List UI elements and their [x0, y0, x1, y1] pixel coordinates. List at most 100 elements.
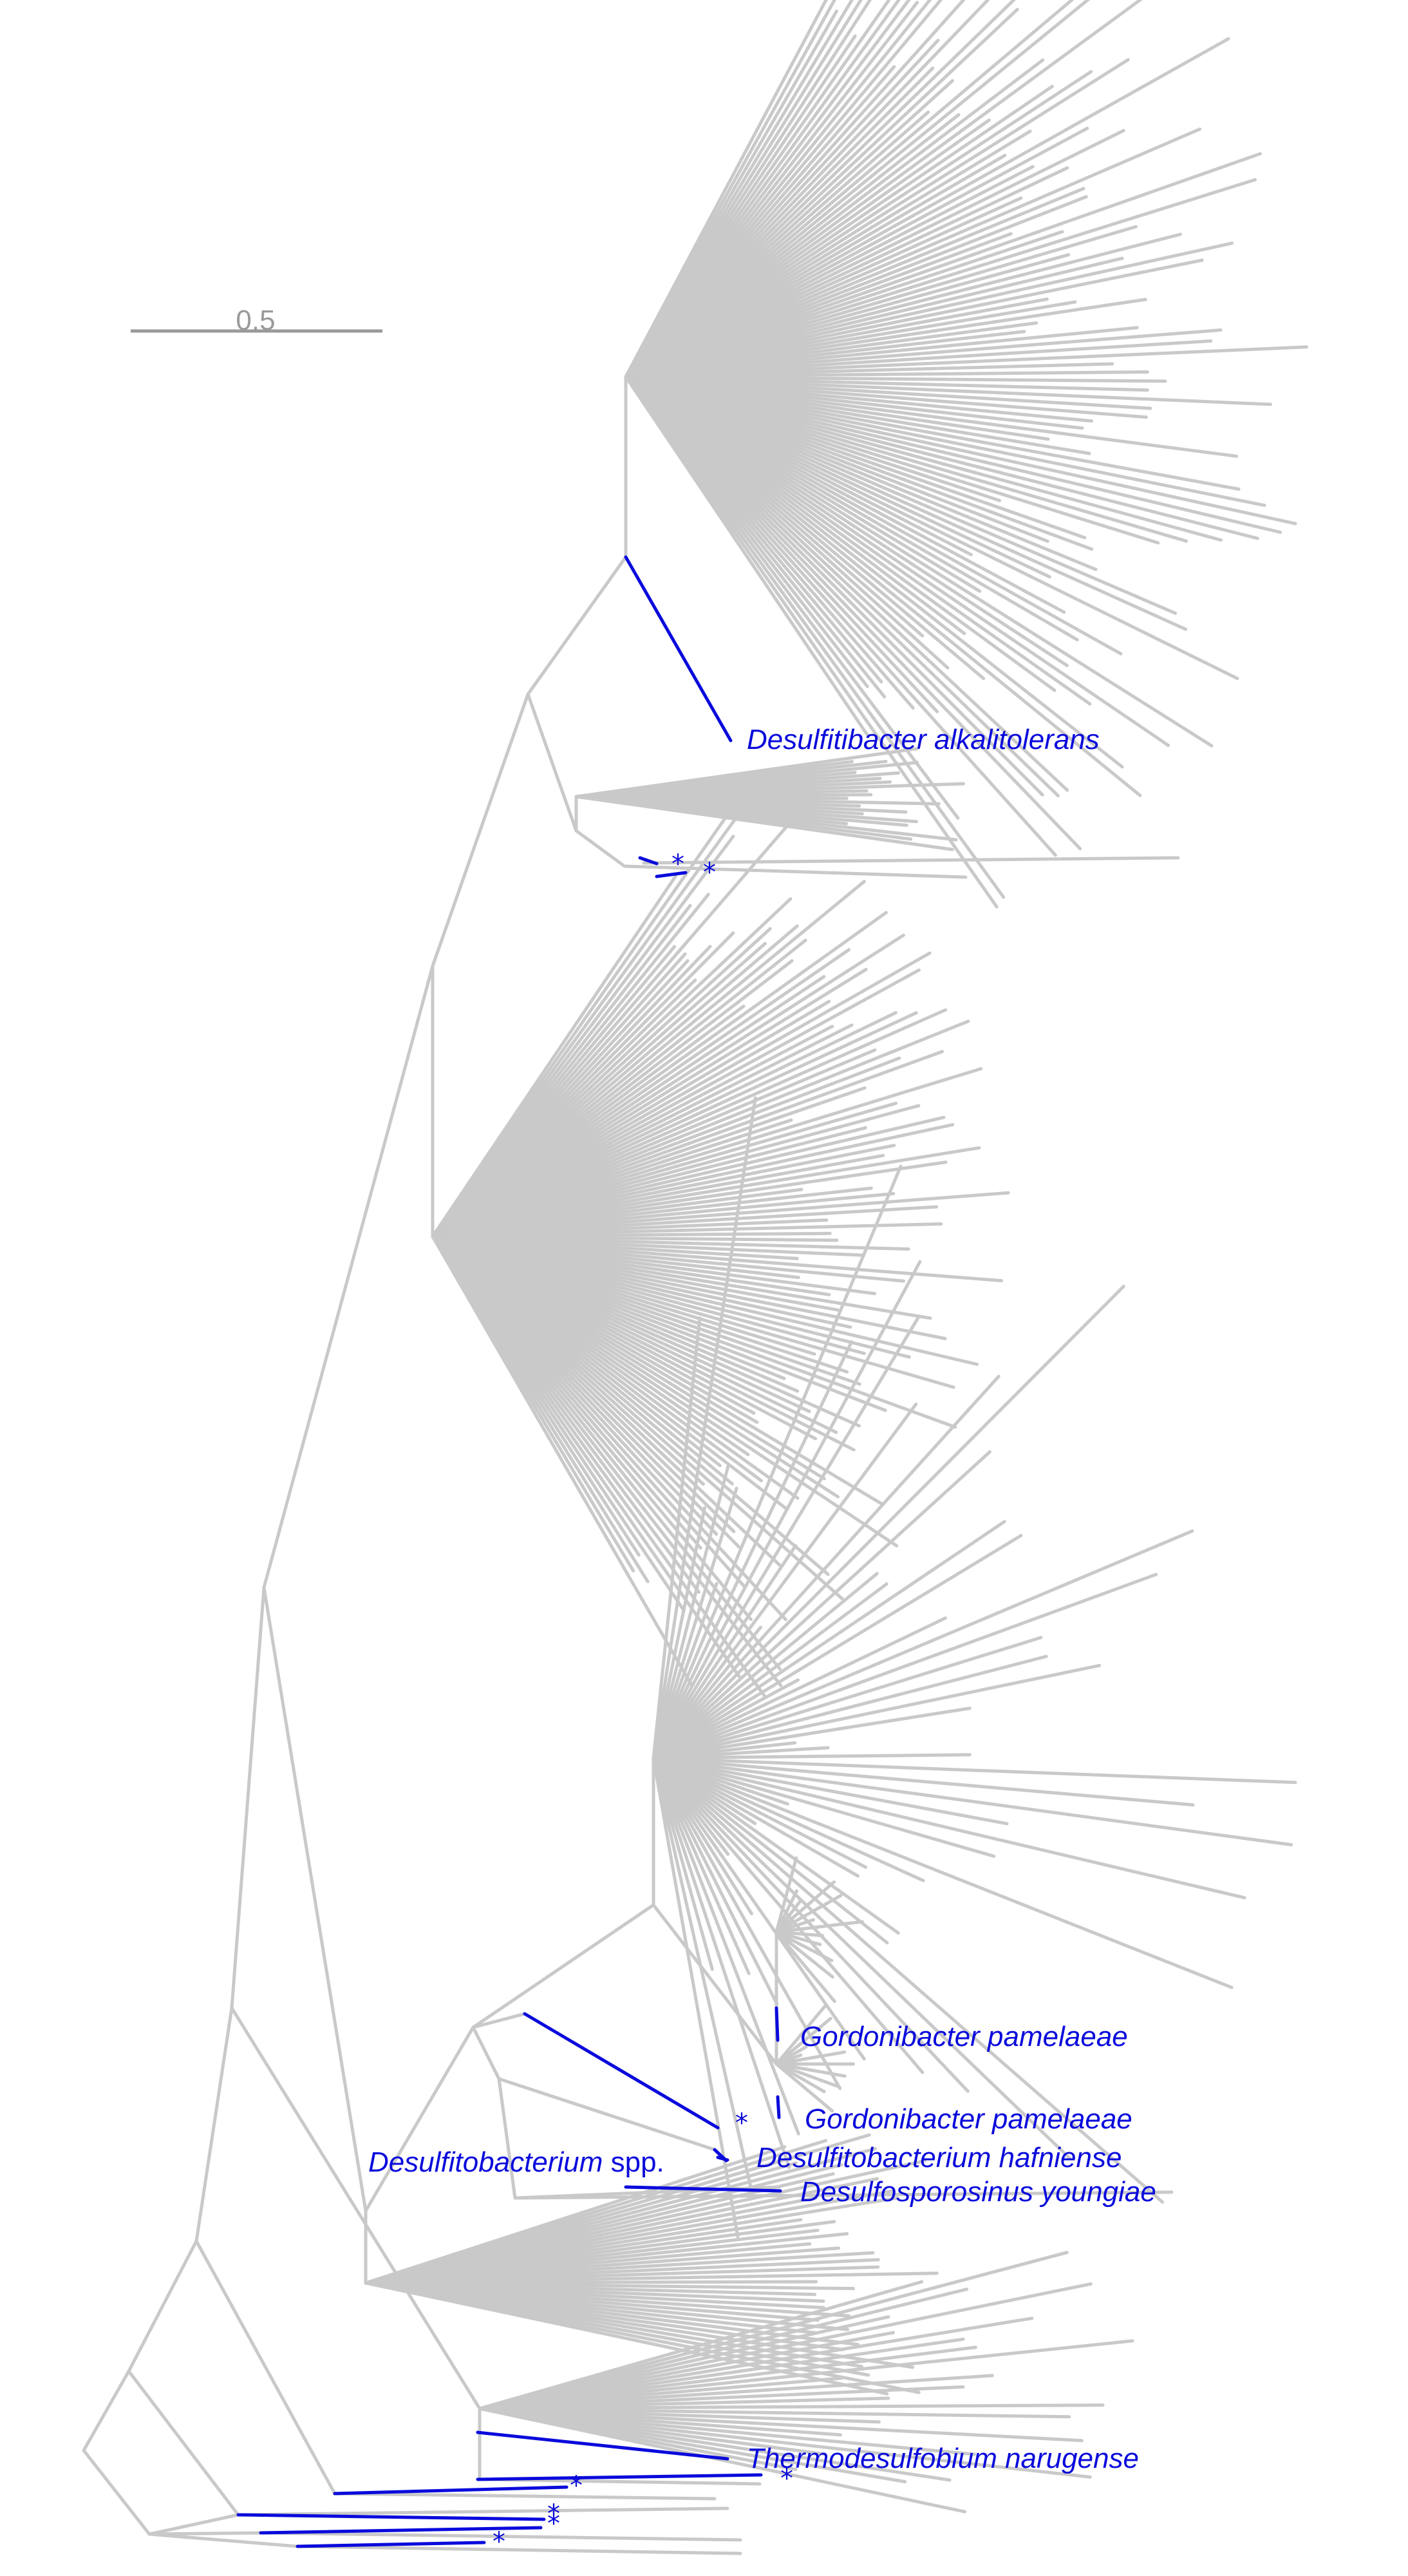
clade-branch — [624, 375, 1259, 540]
clade-branch — [624, 0, 1143, 379]
clade-branch — [624, 375, 1188, 631]
clade-branch — [652, 1164, 903, 1760]
asterisk-marker: * — [493, 2527, 505, 2557]
clade-branch — [431, 1235, 694, 1688]
clade-branch — [624, 258, 1204, 379]
tree-branch — [230, 2006, 482, 2410]
asterisk-marker: * — [547, 2499, 560, 2529]
tree-backbone — [82, 375, 1180, 2555]
clade-branch — [652, 1756, 714, 1971]
clade-branch — [774, 1930, 836, 2003]
clade-branch — [774, 1930, 834, 1962]
tree-branch — [333, 2492, 717, 2501]
clade-branch — [624, 375, 1178, 615]
tree-branch — [652, 1903, 778, 2066]
clade-branch — [774, 2016, 832, 2066]
clade-branch — [774, 2050, 847, 2066]
tree-branch — [364, 2025, 475, 2213]
clade-branch — [478, 2407, 966, 2514]
asterisk-marker: * — [570, 2471, 583, 2501]
clade-branch — [478, 2407, 1084, 2443]
label-gordonibacter-pamelaeae-1: Gordonibacter pamelaeae — [800, 2021, 1128, 2052]
clade-branch — [574, 795, 954, 851]
clade-branch — [624, 339, 1213, 379]
clade-branch — [431, 1019, 970, 1238]
clade-branch — [652, 1520, 1006, 1760]
clade-branch — [624, 375, 1123, 656]
clade-branch — [624, 375, 1239, 680]
clade-branch — [624, 375, 1272, 406]
branch-desulfitobacterium-hafniense-2 — [716, 2155, 729, 2162]
clade-branch — [624, 242, 1234, 379]
clade-branch — [774, 2062, 847, 2078]
clade-branch — [652, 1756, 800, 2136]
clade-branch — [652, 1571, 879, 1760]
clade-branch — [652, 1529, 1194, 1760]
clade-branch — [624, 0, 990, 379]
clade-branch — [624, 152, 1262, 379]
clade-branch — [652, 1756, 868, 1869]
taxon-labels: Desulfitibacter alkalitolerans Gordoniba… — [368, 724, 1156, 2474]
clade-branch — [652, 1756, 779, 2006]
tree-branch — [194, 2239, 337, 2496]
label-gordonibacter-pamelaeae-2: Gordonibacter pamelaeae — [805, 2103, 1132, 2135]
clade-branch — [774, 2005, 827, 2066]
clade-branch — [652, 1374, 1000, 1760]
clade-branch — [774, 1880, 836, 1934]
clade-branch — [652, 1756, 1165, 2204]
clade-branch — [431, 1067, 983, 1238]
clade-branch — [624, 375, 1266, 507]
clade-branch — [652, 1756, 791, 2169]
branch-bottom-3 — [236, 2513, 546, 2521]
asterisk-marker: * — [780, 2464, 793, 2494]
clade-branch — [652, 1340, 854, 1760]
clade-branch — [478, 2339, 1134, 2410]
tree-branch — [127, 2369, 240, 2517]
clade-branch — [652, 1464, 730, 1760]
clade-branch — [624, 375, 1057, 857]
clade-branch — [624, 375, 1092, 706]
clade-branch — [624, 375, 1124, 769]
clade-branch — [774, 2062, 839, 2088]
branch-desulfitobacterium-spp — [523, 2012, 720, 2130]
highlighted-branches — [236, 555, 782, 2548]
clade-branch — [774, 1930, 834, 1979]
clade-branch — [624, 375, 1082, 851]
clade-branch — [624, 375, 1044, 797]
clade-branch — [478, 2287, 969, 2410]
clade-branch — [624, 375, 1223, 542]
clade-branch — [774, 1920, 864, 1934]
tree-branch — [642, 856, 1180, 865]
tree-branch — [431, 692, 530, 968]
clade-branch — [652, 1316, 920, 1760]
clade-branch — [652, 1756, 866, 2061]
clade-branch — [652, 1756, 1297, 1785]
clade-branch — [652, 1096, 757, 1760]
clade-branch — [624, 375, 1214, 748]
tree-branch — [236, 2506, 729, 2517]
tree-branch — [471, 2012, 527, 2029]
clade-branch — [652, 1573, 1158, 1760]
branch-short-upper-2 — [655, 871, 688, 878]
clade-branch — [624, 375, 869, 736]
clade-branch — [431, 1235, 1004, 1283]
asterisk-marker: * — [671, 849, 684, 879]
clade-branch — [652, 1616, 947, 1760]
branch-thermodesulfobium — [476, 2430, 729, 2461]
tree-branch — [262, 1586, 368, 2213]
label-italic-part: Desulfosporosinus youngiae — [800, 2176, 1156, 2208]
clade-branch — [624, 58, 1130, 379]
tree-branch — [262, 964, 435, 1589]
tree-branch — [623, 864, 968, 879]
scale-bar: 0.5 — [131, 305, 382, 336]
clade-branch — [624, 0, 1017, 379]
clade-branch — [624, 375, 1142, 797]
clade-branch — [652, 1756, 1246, 1900]
clade-branch — [624, 178, 1257, 379]
clade-branch — [624, 375, 1239, 458]
branch-bottom-1 — [476, 2473, 763, 2481]
label-desulfitobacterium-hafniense: Desulfitobacterium hafniense — [756, 2142, 1122, 2174]
clade-branch — [624, 375, 1188, 543]
branch-bottom-4 — [259, 2526, 543, 2535]
clade-branch — [652, 1756, 900, 1935]
